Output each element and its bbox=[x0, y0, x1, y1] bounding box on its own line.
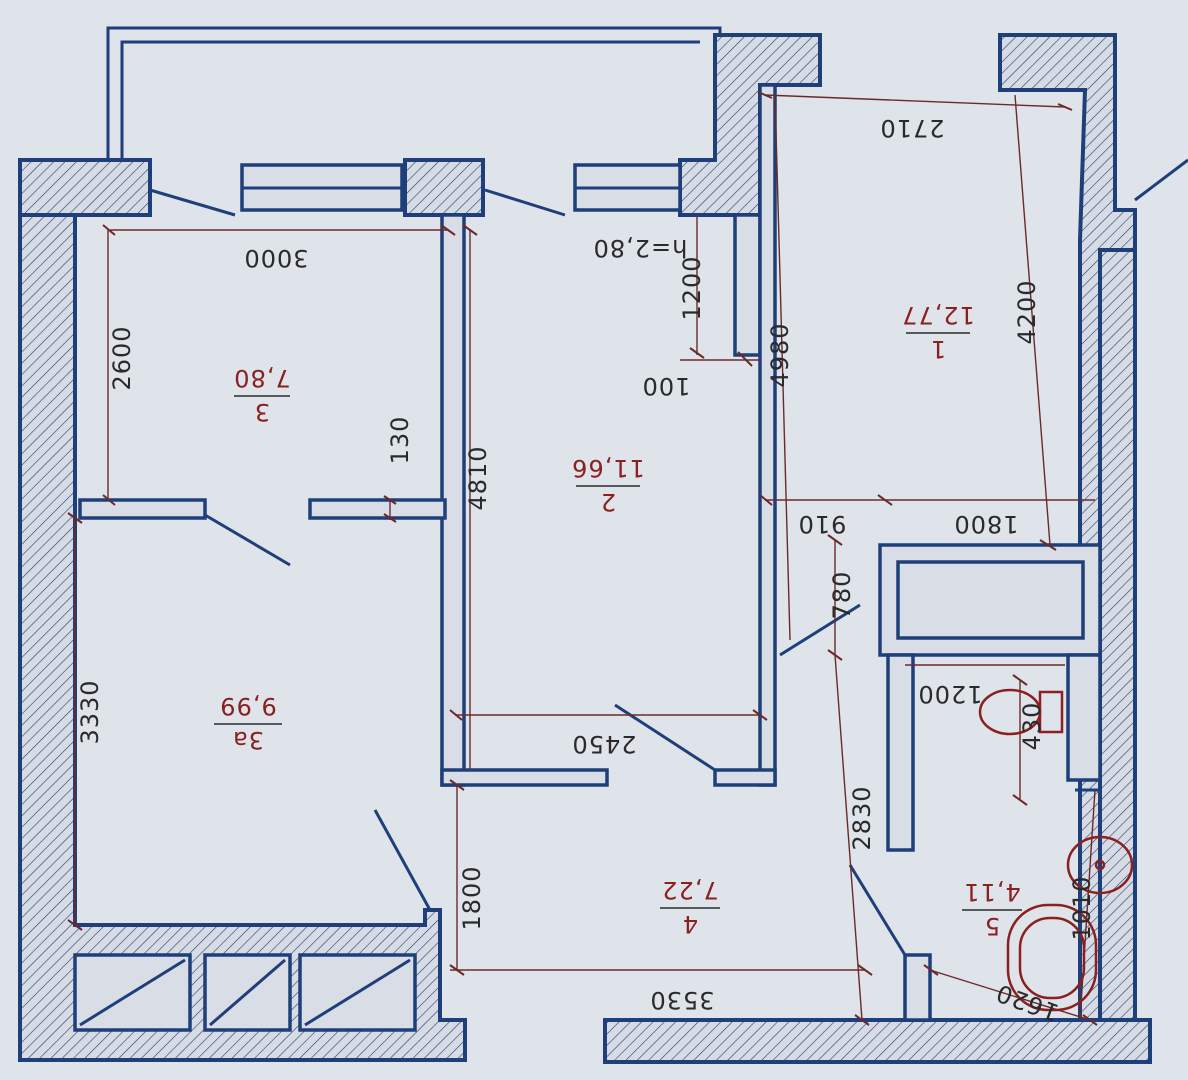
dim-1200-bath: 1200 bbox=[917, 680, 982, 708]
dim-2830: 2830 bbox=[848, 785, 876, 850]
dim-910: 910 bbox=[798, 510, 847, 538]
room-labels: 1 12,77 2 11,66 3 7,80 3а 9,99 4 7,22 5 … bbox=[214, 301, 1022, 940]
room-3-label: 3 7,80 bbox=[233, 364, 290, 426]
room-2-area: 11,66 bbox=[571, 454, 645, 482]
room-4-area: 7,22 bbox=[661, 876, 718, 904]
room-3a-label: 3а 9,99 bbox=[214, 692, 282, 754]
bathroom-fixtures bbox=[978, 688, 1134, 1012]
toilet-icon bbox=[978, 688, 1064, 736]
dim-430: 430 bbox=[1018, 702, 1046, 751]
dim-3000: 3000 bbox=[243, 244, 308, 272]
dim-3330: 3330 bbox=[76, 679, 104, 744]
dim-1200-top: 1200 bbox=[678, 255, 706, 320]
room-1-number: 1 bbox=[930, 335, 946, 363]
dimension-lines bbox=[74, 94, 1096, 1021]
dim-2710: 2710 bbox=[879, 114, 944, 142]
dim-1800-right: 1800 bbox=[953, 510, 1018, 538]
room-5-number: 5 bbox=[984, 912, 1000, 940]
bathtub-icon bbox=[1006, 903, 1098, 1012]
room-3a-number: 3а bbox=[232, 726, 264, 754]
room-5-area: 4,11 bbox=[963, 878, 1020, 906]
ceiling-height-label: h=2,80 bbox=[593, 234, 688, 262]
dim-2450: 2450 bbox=[571, 730, 636, 758]
room-2-number: 2 bbox=[600, 488, 616, 516]
room-3-area: 7,80 bbox=[233, 364, 290, 392]
room-3a-area: 9,99 bbox=[219, 692, 276, 720]
dim-1010: 1010 bbox=[1068, 875, 1096, 940]
dim-4980: 4980 bbox=[766, 322, 794, 387]
room-1-label: 1 12,77 bbox=[901, 301, 975, 363]
balcony-outline bbox=[106, 26, 722, 160]
room-4-label: 4 7,22 bbox=[660, 876, 720, 938]
door-swings bbox=[149, 158, 1188, 956]
dim-2600: 2600 bbox=[108, 325, 136, 390]
room-1-area: 12,77 bbox=[901, 301, 975, 329]
storage-cabinets bbox=[73, 953, 417, 1032]
dimension-labels: 2710 3000 1200 4200 4980 2600 100 130 48… bbox=[76, 114, 1096, 1027]
room-3-number: 3 bbox=[254, 398, 270, 426]
dim-4200: 4200 bbox=[1013, 279, 1041, 344]
dim-100: 100 bbox=[642, 372, 691, 400]
dim-1800-hall: 1800 bbox=[458, 865, 486, 930]
dim-130: 130 bbox=[386, 416, 414, 465]
dimension-ticks bbox=[67, 91, 1098, 1026]
windows bbox=[240, 163, 682, 212]
sink-icon bbox=[1066, 835, 1134, 895]
dim-4810: 4810 bbox=[464, 445, 492, 510]
room-4-number: 4 bbox=[682, 910, 698, 938]
room-5-label: 5 4,11 bbox=[962, 878, 1022, 940]
room-2-label: 2 11,66 bbox=[571, 454, 645, 516]
dim-780: 780 bbox=[828, 571, 856, 620]
interior-walls bbox=[78, 83, 1102, 1022]
dim-3530: 3530 bbox=[649, 986, 714, 1014]
